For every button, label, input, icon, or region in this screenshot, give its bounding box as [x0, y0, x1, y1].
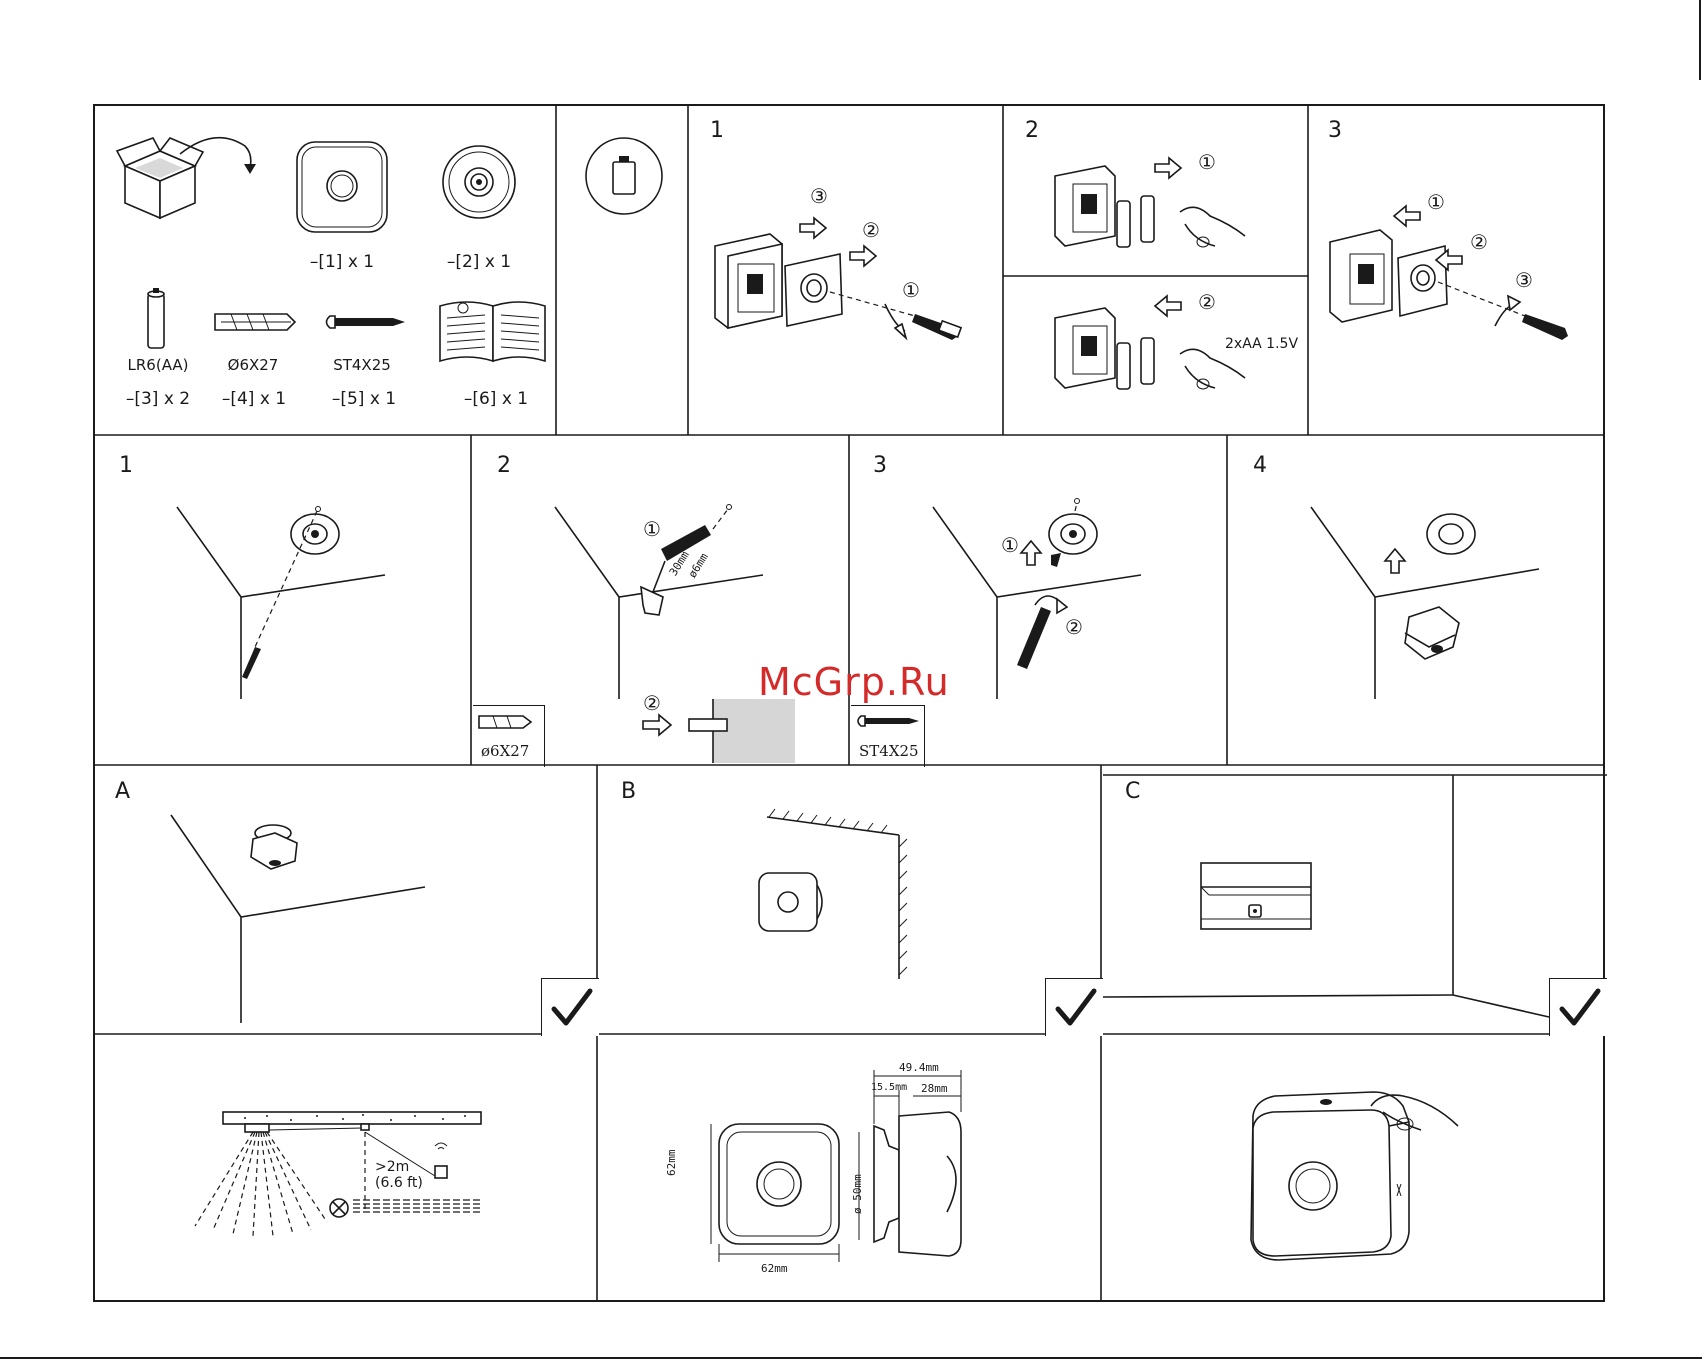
parts-list-panel: –[1] x 1 –[2] x 1 LR6(AA) –[3] x 2 Ø6X27… [95, 106, 558, 437]
marker-1: ① [643, 517, 661, 541]
dimensions-panel: 62mm 62mm 49.4mm 15.5mm 28mm ø 50mm [599, 1036, 1103, 1304]
marker-2: ② [643, 691, 661, 715]
page-bottom-rule [0, 1357, 1702, 1359]
sensor-front-icon [297, 142, 387, 232]
front-depth-label: 28mm [921, 1082, 948, 1095]
manual-book-icon [440, 302, 545, 361]
battery-step-1-panel: 1 ③ ② ① [690, 106, 1005, 437]
check-mark-icon [1556, 985, 1602, 1031]
page-edge-rule [1699, 0, 1701, 80]
min-distance-ft-label: (6.6 ft) [375, 1175, 423, 1191]
mark-drill-hole-illustration [95, 437, 473, 767]
part-3-quantity: –[3] x 2 [111, 389, 205, 409]
placement-b-panel: B [599, 767, 1103, 1036]
mounting-plate-icon [443, 146, 515, 218]
marker-3: ③ [810, 184, 828, 208]
sensor-product-illustration [1103, 1036, 1607, 1304]
battery-icon [558, 106, 690, 238]
anchor-spec-label: ø6X27 [481, 742, 529, 760]
open-box-icon [117, 138, 256, 218]
open-sensor-illustration [690, 106, 1005, 437]
corner-placement-illustration [599, 767, 1103, 1036]
part-2-quantity: –[2] x 1 [432, 252, 526, 272]
marker-2: ② [862, 218, 880, 242]
mount-step-3-panel: 3 ① ② ST4X25 [851, 437, 1229, 767]
part-3-name: LR6(AA) [113, 356, 203, 374]
base-depth-label: 15.5mm [871, 1082, 907, 1093]
part-5-name: ST4X25 [317, 356, 407, 374]
screw-icon [327, 316, 406, 328]
aa-battery-icon [148, 288, 164, 348]
screw-spec-box: ST4X25 [851, 705, 925, 767]
sensor-body-drawing [715, 234, 782, 328]
approved-check-box [1045, 978, 1103, 1036]
check-mark-icon [1052, 985, 1098, 1031]
wall-anchor-icon [215, 314, 295, 330]
marker-1: ① [902, 278, 920, 302]
sensor-product-panel [1103, 1036, 1607, 1304]
height-dimension-label: 62mm [665, 1150, 678, 1177]
total-depth-label: 49.4mm [899, 1061, 939, 1074]
marker-2: ② [1065, 615, 1083, 639]
battery-step-2-remove-panel: 2 ① [1005, 106, 1310, 278]
screw-spec-label: ST4X25 [859, 742, 919, 760]
base-diameter-label: ø 50mm [851, 1174, 864, 1214]
mount-step-1-panel: 1 [95, 437, 473, 767]
no-fan-icon [330, 1199, 348, 1217]
anchor-spec-box: ø6X27 [473, 705, 545, 767]
check-mark-icon [548, 985, 594, 1031]
screw-icon [851, 706, 925, 736]
mount-step-2-panel: 2 ① 30mm ø6mm ② ø6X27 [473, 437, 851, 767]
marker-1: ① [1427, 190, 1445, 214]
part-5-quantity: –[5] x 1 [317, 389, 411, 409]
screwdriver-drawing [885, 304, 961, 340]
ceiling-placement-illustration [95, 767, 599, 1036]
close-sensor-illustration [1310, 106, 1607, 437]
mount-plate-drawing [785, 254, 842, 326]
detection-range-panel: >2m (6.6 ft) [95, 1036, 599, 1304]
part-4-quantity: –[4] x 1 [207, 389, 301, 409]
placement-a-panel: A [95, 767, 599, 1036]
marker-2: ② [1470, 230, 1488, 254]
marker-1: ① [1198, 150, 1216, 174]
mount-step-4-panel: 4 [1229, 437, 1607, 767]
shelf-placement-illustration [1103, 767, 1607, 1036]
part-6-quantity: –[6] x 1 [449, 389, 543, 409]
battery-section-panel [558, 106, 690, 437]
watermark-text: McGrp.Ru [758, 660, 950, 704]
part-4-name: Ø6X27 [208, 356, 298, 374]
insert-batteries-illustration [1005, 278, 1310, 437]
approved-check-box [1549, 978, 1607, 1036]
min-distance-label: >2m [375, 1159, 409, 1175]
wall-anchor-icon [473, 706, 545, 736]
marker-1: ① [1001, 533, 1019, 557]
marker-3: ③ [1515, 268, 1533, 292]
part-1-quantity: –[1] x 1 [295, 252, 389, 272]
battery-step-3-panel: 3 ① ② ③ [1310, 106, 1607, 437]
marker-2: ② [1198, 290, 1216, 314]
approved-check-box [541, 978, 599, 1036]
battery-step-2-insert-panel: ② 2xAA 1.5V [1005, 278, 1310, 437]
battery-spec-label: 2xAA 1.5V [1225, 336, 1298, 352]
width-dimension-label: 62mm [761, 1262, 788, 1275]
attach-sensor-illustration [1229, 437, 1607, 767]
detection-range-illustration [95, 1036, 599, 1304]
placement-c-panel: C [1103, 767, 1607, 1036]
remove-batteries-illustration [1005, 106, 1310, 278]
